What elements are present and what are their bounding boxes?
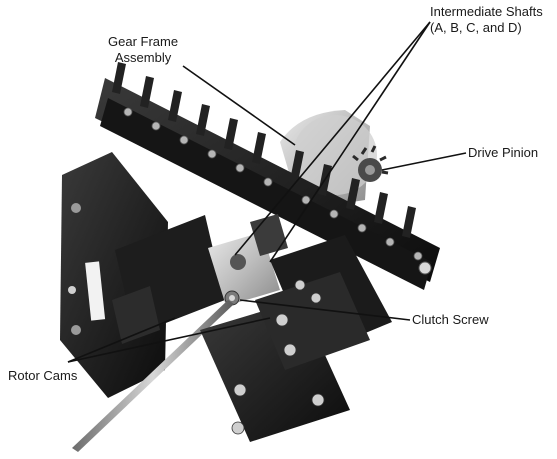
leader-drive-pinion — [381, 152, 467, 171]
shaft-rod — [72, 300, 234, 452]
shafts-label-line1: Intermediate Shafts — [430, 4, 543, 19]
gear-frame-label-line1: Gear Frame — [108, 34, 179, 49]
leader-rotor-cam-b — [67, 317, 271, 363]
intermediate-shafts-label: Intermediate Shafts (A, B, C, and D) — [430, 4, 543, 36]
leader-clutch-screw — [239, 299, 411, 321]
drive-pinion-label: Drive Pinion — [468, 145, 539, 160]
gear-frame-assembly-label: Gear Frame Assembly — [108, 34, 178, 66]
shafts-label-line2: (A, B, C, and D) — [430, 20, 522, 35]
leader-lines — [67, 21, 467, 363]
leader-shaft-b — [269, 21, 431, 263]
rotor-cams-label: Rotor Cams — [8, 368, 78, 383]
terminal-strip — [95, 62, 440, 290]
leader-gear-frame — [182, 65, 296, 146]
clutch-screw-label: Clutch Screw — [412, 312, 489, 327]
gear-frame-label-line2: Assembly — [114, 50, 172, 65]
center-block — [208, 214, 288, 306]
rotor-cams-left — [112, 215, 225, 344]
leader-rotor-cam-a — [67, 317, 176, 363]
right-switch-assembly — [200, 235, 392, 442]
drive-pinion — [352, 145, 389, 182]
leader-shaft-a — [234, 21, 431, 256]
